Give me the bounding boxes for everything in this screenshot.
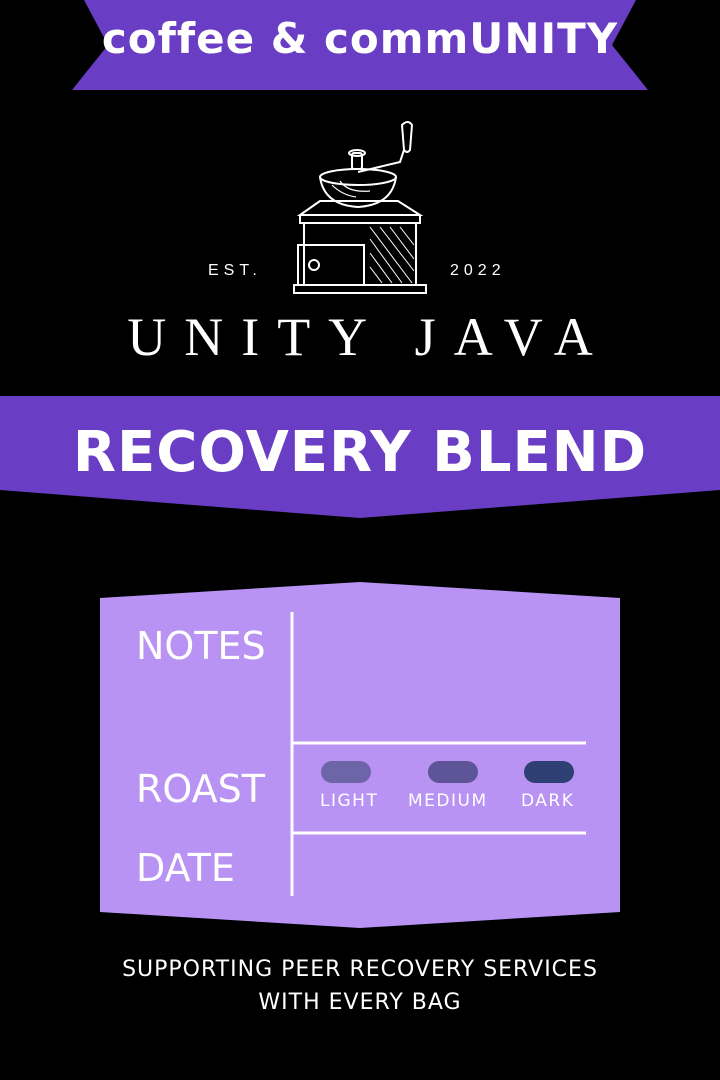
- roast-medium-swatch[interactable]: [428, 761, 478, 783]
- label-card: [100, 582, 620, 928]
- tagline-line-1: SUPPORTING PEER RECOVERY SERVICES: [122, 957, 598, 982]
- roast-dark-swatch[interactable]: [524, 761, 574, 783]
- tagline: SUPPORTING PEER RECOVERY SERVICES WITH E…: [0, 953, 720, 1019]
- est-year: 2022: [450, 262, 506, 279]
- roast-label: ROAST: [136, 767, 265, 811]
- roast-medium-label: MEDIUM: [408, 791, 488, 811]
- roast-light-label: LIGHT: [320, 791, 379, 811]
- top-ribbon-banner: [72, 0, 648, 90]
- roast-light-swatch[interactable]: [321, 761, 371, 783]
- blend-title: RECOVERY BLEND: [72, 420, 648, 485]
- coffee-grinder-icon: [293, 121, 427, 294]
- notes-label: NOTES: [136, 624, 266, 668]
- est-label: EST.: [208, 262, 262, 279]
- tagline-line-2: WITH EVERY BAG: [258, 990, 462, 1015]
- blend-banner: [0, 396, 720, 518]
- roast-dark-label: DARK: [521, 791, 575, 811]
- brand-name: UNITY JAVA: [127, 307, 611, 367]
- date-label: DATE: [136, 846, 235, 890]
- top-banner-text: coffee & commUNITY: [101, 14, 619, 63]
